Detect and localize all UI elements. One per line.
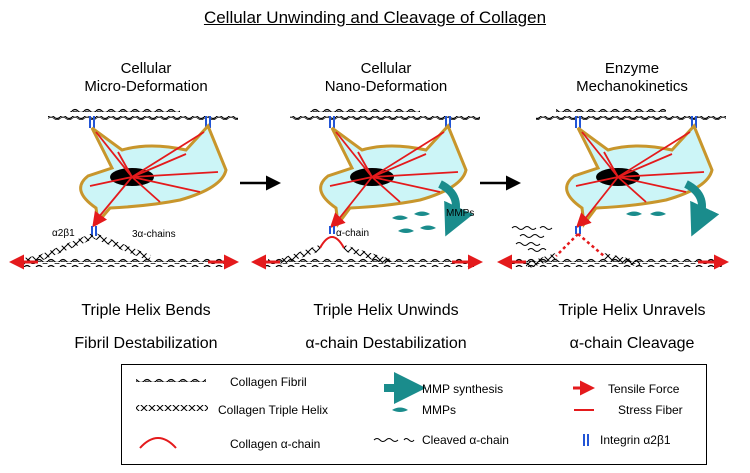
bottom-fibril	[268, 258, 473, 262]
panel-2-heading: Cellular Nano-Deformation	[286, 60, 486, 96]
top-fibril	[48, 116, 238, 120]
stress-fibers	[89, 131, 219, 219]
legend-mmp-synthesis: MMP synthesis	[422, 382, 504, 396]
tensile-force-arrow	[575, 212, 592, 229]
legend-box: Collagen Fibril Collagen Triple Helix Co…	[121, 364, 707, 465]
legend-stress-fiber: Stress Fiber	[618, 403, 683, 417]
bottom-fibril	[510, 263, 722, 267]
triple-helix	[93, 233, 152, 261]
cleaved-chains	[511, 226, 553, 252]
legend-mmps: MMPs	[422, 403, 456, 417]
panel-1-drawing: α2β1 3α-chains	[8, 108, 239, 270]
tensile-force-arrow	[329, 212, 346, 229]
diagram-title: Cellular Unwinding and Cleavage of Colla…	[203, 8, 547, 27]
legend-alpha-chain: Collagen α-chain	[230, 437, 321, 451]
legend-cleaved-chain: Cleaved α-chain	[422, 433, 509, 447]
legend-tensile-force: Tensile Force	[608, 382, 680, 396]
mmp-molecules	[392, 211, 436, 233]
bottom-fibril	[20, 263, 230, 267]
mmp-icon	[392, 407, 408, 412]
unraveled-chain	[555, 233, 579, 257]
mmp-synthesis-arrow	[438, 180, 474, 237]
legend-integrin: Integrin α2β1	[600, 433, 671, 447]
mmp-synthesis-arrow	[684, 180, 720, 237]
mmp-molecules	[626, 211, 666, 216]
top-fibril	[536, 116, 726, 120]
panel-3-result-line1: Triple Helix Unravels	[558, 302, 706, 319]
panel-3-drawing	[497, 108, 729, 270]
legend-collagen-fibril: Collagen Fibril	[230, 375, 307, 389]
alpha-chain-label: α-chain	[336, 228, 369, 239]
alpha-chains-label: 3α-chains	[132, 229, 176, 240]
bottom-fibril	[28, 258, 228, 262]
stress-fibers	[329, 131, 459, 221]
alpha-chain	[319, 236, 345, 249]
alpha-chain-icon	[139, 437, 177, 449]
top-fibril	[70, 108, 180, 112]
panel-2-result-line2: α-chain Destabilization	[305, 335, 467, 352]
bottom-fibril	[262, 263, 474, 267]
panel-2-heading-line2: Nano-Deformation	[324, 78, 448, 95]
integrin-label: α2β1	[52, 228, 75, 239]
panel-1-result-line2: Fibril Destabilization	[74, 335, 218, 352]
panel-1-result-line1: Triple Helix Bends	[81, 302, 211, 319]
panel-3-heading-line1: Enzyme	[604, 60, 660, 77]
cleaved-chain-icon	[373, 438, 415, 442]
unraveled-chain	[577, 233, 605, 257]
panel-2-drawing: α-chain MMPs	[251, 108, 483, 270]
panel-2-heading-line1: Cellular	[360, 60, 412, 77]
top-fibril	[290, 116, 480, 120]
panel-3-heading: Enzyme Mechanokinetics	[532, 60, 732, 96]
collagen-fibril-icon	[136, 378, 206, 382]
panel-2-result-line1: Triple Helix Unwinds	[313, 302, 459, 319]
panel-3-heading-line2: Mechanokinetics	[576, 78, 688, 95]
panel-3-result-line2: α-chain Cleavage	[569, 335, 695, 352]
bottom-fibril	[516, 258, 721, 262]
panel-1-heading-line1: Cellular	[120, 60, 172, 77]
legend-symbols	[136, 372, 595, 449]
triple-helix	[38, 233, 95, 261]
tensile-force-arrow	[92, 210, 108, 228]
top-fibril	[310, 108, 420, 112]
panel-1-heading-line2: Micro-Deformation	[84, 78, 208, 95]
top-fibril	[556, 108, 666, 112]
cell-body	[79, 123, 228, 226]
mmps-label: MMPs	[446, 208, 474, 219]
legend-triple-helix: Collagen Triple Helix	[218, 403, 329, 417]
panel-1-heading: Cellular Micro-Deformation	[46, 60, 246, 96]
